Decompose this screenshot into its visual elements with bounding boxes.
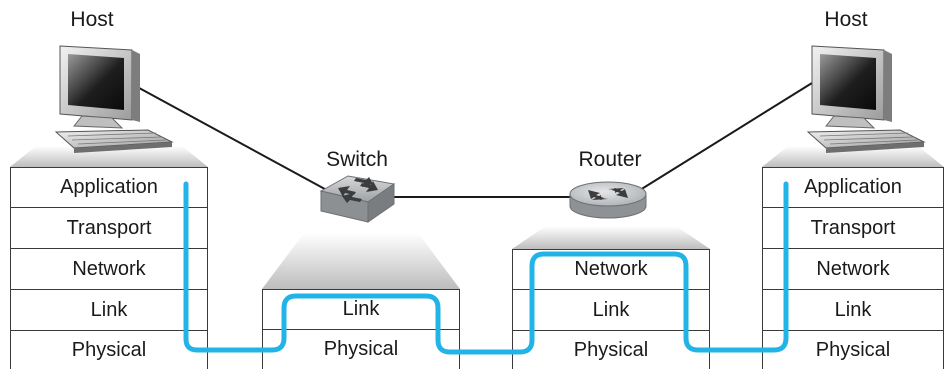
application-layer: Application [10, 167, 208, 208]
transport-layer: Transport [762, 208, 944, 249]
router-protocol-stack: Network Link Physical [512, 249, 710, 369]
switch-icon [319, 175, 396, 223]
host-computer-icon [54, 45, 174, 153]
link-layer: Link [512, 290, 710, 331]
link-layer: Link [262, 289, 460, 330]
transport-layer: Transport [10, 208, 208, 249]
link-router-to-host-right [639, 82, 813, 191]
application-layer: Application [762, 167, 944, 208]
link-layer: Link [10, 290, 208, 331]
router-icon [569, 181, 647, 219]
host-left-protocol-stack: Application Transport Network Link Physi… [10, 167, 208, 369]
network-links [129, 82, 813, 198]
link-host-left-to-switch [129, 82, 335, 195]
host-label: Host [70, 8, 114, 31]
host-label: Host [824, 8, 868, 31]
link-layer: Link [762, 290, 944, 331]
roof-host-right [762, 146, 944, 167]
network-layer: Network [10, 249, 208, 290]
host-right-protocol-stack: Application Transport Network Link Physi… [762, 167, 944, 369]
host-computer-icon [806, 45, 926, 153]
roof-router [512, 226, 710, 249]
physical-layer: Physical [262, 330, 460, 369]
physical-layer: Physical [512, 331, 710, 369]
roof-switch [262, 233, 460, 289]
network-layer: Network [512, 249, 710, 290]
physical-layer: Physical [762, 331, 944, 369]
switch-protocol-stack: Link Physical [262, 289, 460, 369]
router-label: Router [578, 148, 642, 171]
network-layer: Network [762, 249, 944, 290]
roof-host-left [10, 146, 208, 167]
physical-layer: Physical [10, 331, 208, 369]
switch-label: Switch [326, 148, 388, 171]
